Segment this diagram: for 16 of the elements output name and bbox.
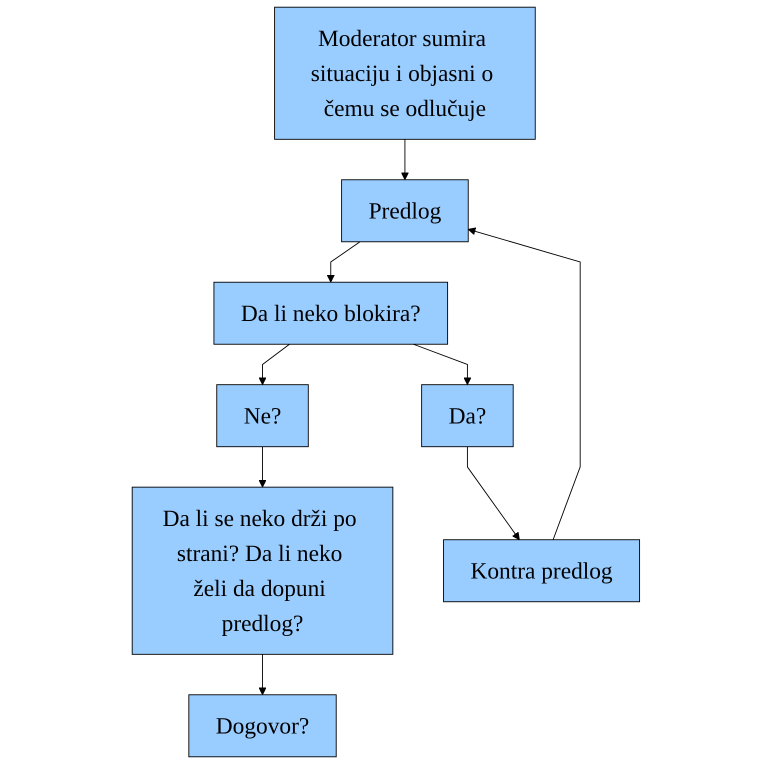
node-box: Predlog xyxy=(340,179,468,242)
node-box: Da li se neko drži po strani? Da li neko želi da dopuni predlog? xyxy=(131,486,393,655)
arrow xyxy=(258,654,266,696)
arrow xyxy=(466,446,520,540)
node-box: Ne? xyxy=(216,384,308,448)
arrow xyxy=(258,446,266,488)
arrow xyxy=(467,227,580,540)
node-box: Dogovor? xyxy=(188,694,336,758)
node-box: Da li neko blokira? xyxy=(213,282,448,345)
arrow xyxy=(412,344,471,386)
arrow xyxy=(400,138,408,180)
arrow xyxy=(258,344,290,386)
node-box: Da? xyxy=(420,384,514,448)
arrow xyxy=(326,241,360,283)
node-box: Moderator sumira situaciju i objasni o čemu se odlučuje xyxy=(274,6,536,140)
node-box: Kontra predlog xyxy=(442,539,640,602)
